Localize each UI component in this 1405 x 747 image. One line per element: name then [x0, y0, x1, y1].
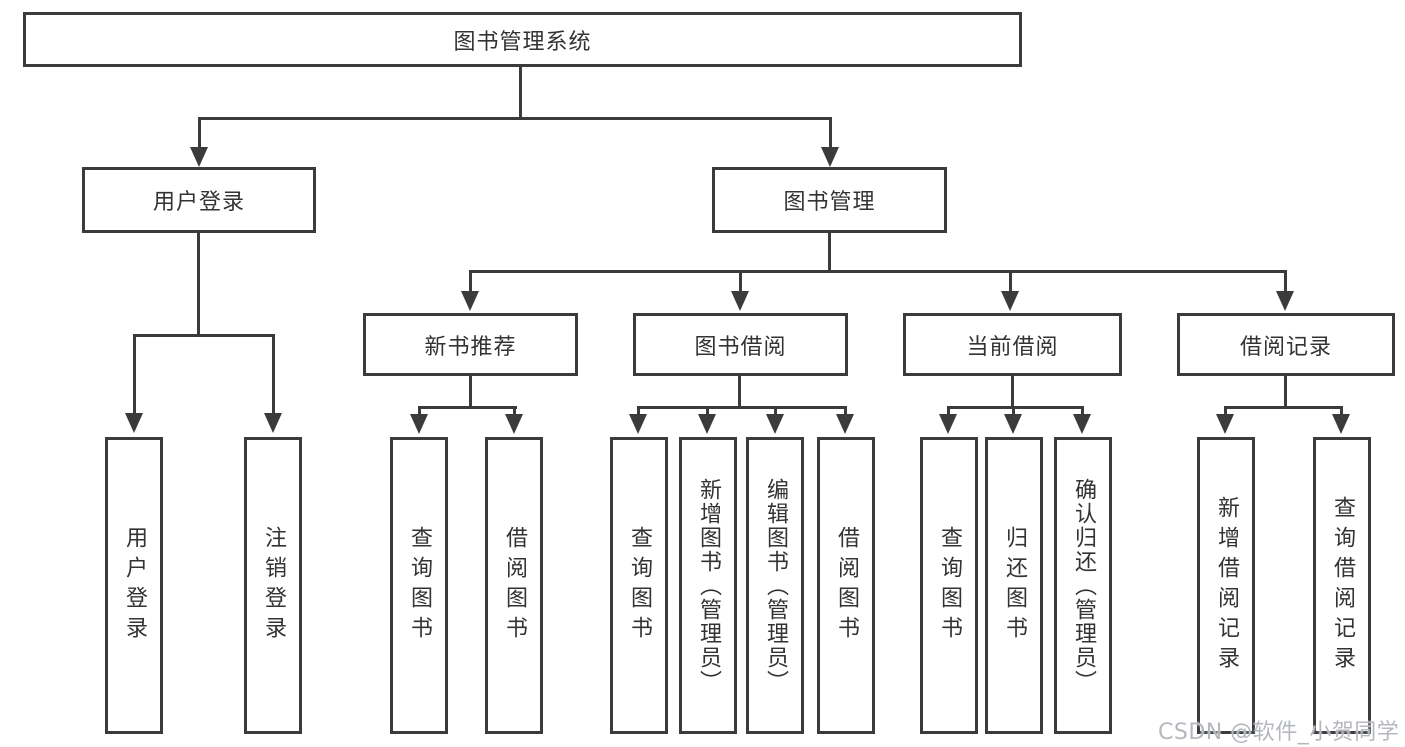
- leaf-query-borrow-record: 查询借阅记录: [1313, 437, 1371, 734]
- node-label: 归还图书: [1002, 525, 1027, 646]
- node-library-management-system: 图书管理系统: [23, 12, 1022, 67]
- arrow-down-icon: [1276, 271, 1294, 311]
- connector-book-borrowing-rail: [637, 406, 847, 409]
- node-label: 查询图书: [627, 525, 652, 646]
- connector-current-borrowing-drop: [1011, 376, 1014, 408]
- connector-borrowing-records-rail: [1224, 406, 1343, 409]
- arrow-down-icon: [505, 408, 523, 434]
- connector-level2-rail: [469, 270, 1287, 273]
- node-user-login: 用户登录: [82, 167, 316, 233]
- leaf-query-books-recommend: 查询图书: [390, 437, 448, 734]
- node-label: 借阅记录: [1239, 334, 1332, 360]
- node-label: 当前借阅: [966, 334, 1059, 360]
- arrow-down-icon: [410, 408, 428, 434]
- leaf-confirm-return-admin: 确认归还（管理员）: [1054, 437, 1112, 734]
- leaf-user-login: 用户登录: [105, 437, 163, 734]
- arrow-down-icon: [698, 408, 716, 434]
- leaf-query-books-borrowing: 查询图书: [610, 437, 668, 734]
- arrow-down-icon: [1004, 408, 1022, 434]
- arrow-down-icon: [461, 271, 479, 311]
- leaf-add-books-admin: 新增图书（管理员）: [679, 437, 737, 734]
- node-new-book-recommendation: 新书推荐: [363, 313, 578, 376]
- leaf-query-books-current: 查询图书: [920, 437, 978, 734]
- node-label: 图书借阅: [694, 334, 787, 360]
- connector-book-management-drop: [828, 233, 831, 272]
- arrow-down-icon: [1001, 271, 1019, 311]
- arrow-down-icon: [731, 271, 749, 311]
- arrow-down-icon: [190, 118, 208, 167]
- node-label: 确认归还（管理员）: [1071, 477, 1096, 694]
- leaf-return-books: 归还图书: [985, 437, 1043, 734]
- node-label: 编辑图书（管理员）: [763, 477, 788, 694]
- connector-borrowing-records-drop: [1284, 376, 1287, 408]
- arrow-down-icon: [939, 408, 957, 434]
- arrow-down-icon: [836, 408, 854, 434]
- node-label: 新书推荐: [424, 334, 517, 360]
- leaf-borrow-books: 借阅图书: [817, 437, 875, 734]
- node-label: 查询借阅记录: [1330, 495, 1355, 676]
- node-label: 图书管理系统: [453, 29, 592, 55]
- node-current-borrowing: 当前借阅: [903, 313, 1122, 376]
- connector-user-login-drop: [197, 233, 200, 337]
- leaf-borrow-books-recommend: 借阅图书: [485, 437, 543, 734]
- arrow-down-icon: [264, 336, 282, 433]
- arrow-down-icon: [1073, 408, 1091, 434]
- connector-level1-rail: [198, 117, 832, 120]
- node-label: 借阅图书: [834, 525, 859, 646]
- node-label: 注销登录: [261, 525, 286, 646]
- node-label: 查询图书: [937, 525, 962, 646]
- node-book-borrowing: 图书借阅: [633, 313, 848, 376]
- connector-new-book-rail: [418, 406, 517, 409]
- node-label: 查询图书: [407, 525, 432, 646]
- node-label: 图书管理: [783, 190, 876, 215]
- connector-new-book-drop: [469, 376, 472, 408]
- node-label: 用户登录: [122, 525, 147, 646]
- node-label: 新增借阅记录: [1214, 495, 1239, 676]
- node-label: 用户登录: [152, 190, 245, 215]
- leaf-add-borrow-record: 新增借阅记录: [1197, 437, 1255, 734]
- arrow-down-icon: [1332, 408, 1350, 434]
- node-label: 新增图书（管理员）: [696, 477, 721, 694]
- connector-current-borrowing-rail: [947, 406, 1084, 409]
- connector-user-login-rail: [133, 334, 275, 337]
- arrow-down-icon: [821, 118, 839, 167]
- arrow-down-icon: [125, 336, 143, 433]
- node-label: 借阅图书: [502, 525, 527, 646]
- leaf-logout: 注销登录: [244, 437, 302, 734]
- arrow-down-icon: [1216, 408, 1234, 434]
- connector-root-drop: [519, 67, 522, 118]
- arrow-down-icon: [629, 408, 647, 434]
- node-borrowing-records: 借阅记录: [1177, 313, 1395, 376]
- leaf-edit-books-admin: 编辑图书（管理员）: [746, 437, 804, 734]
- connector-book-borrowing-drop: [738, 376, 741, 408]
- arrow-down-icon: [766, 408, 784, 434]
- node-book-management: 图书管理: [712, 167, 947, 233]
- csdn-watermark: CSDN @软件_小贺同学: [1158, 720, 1400, 745]
